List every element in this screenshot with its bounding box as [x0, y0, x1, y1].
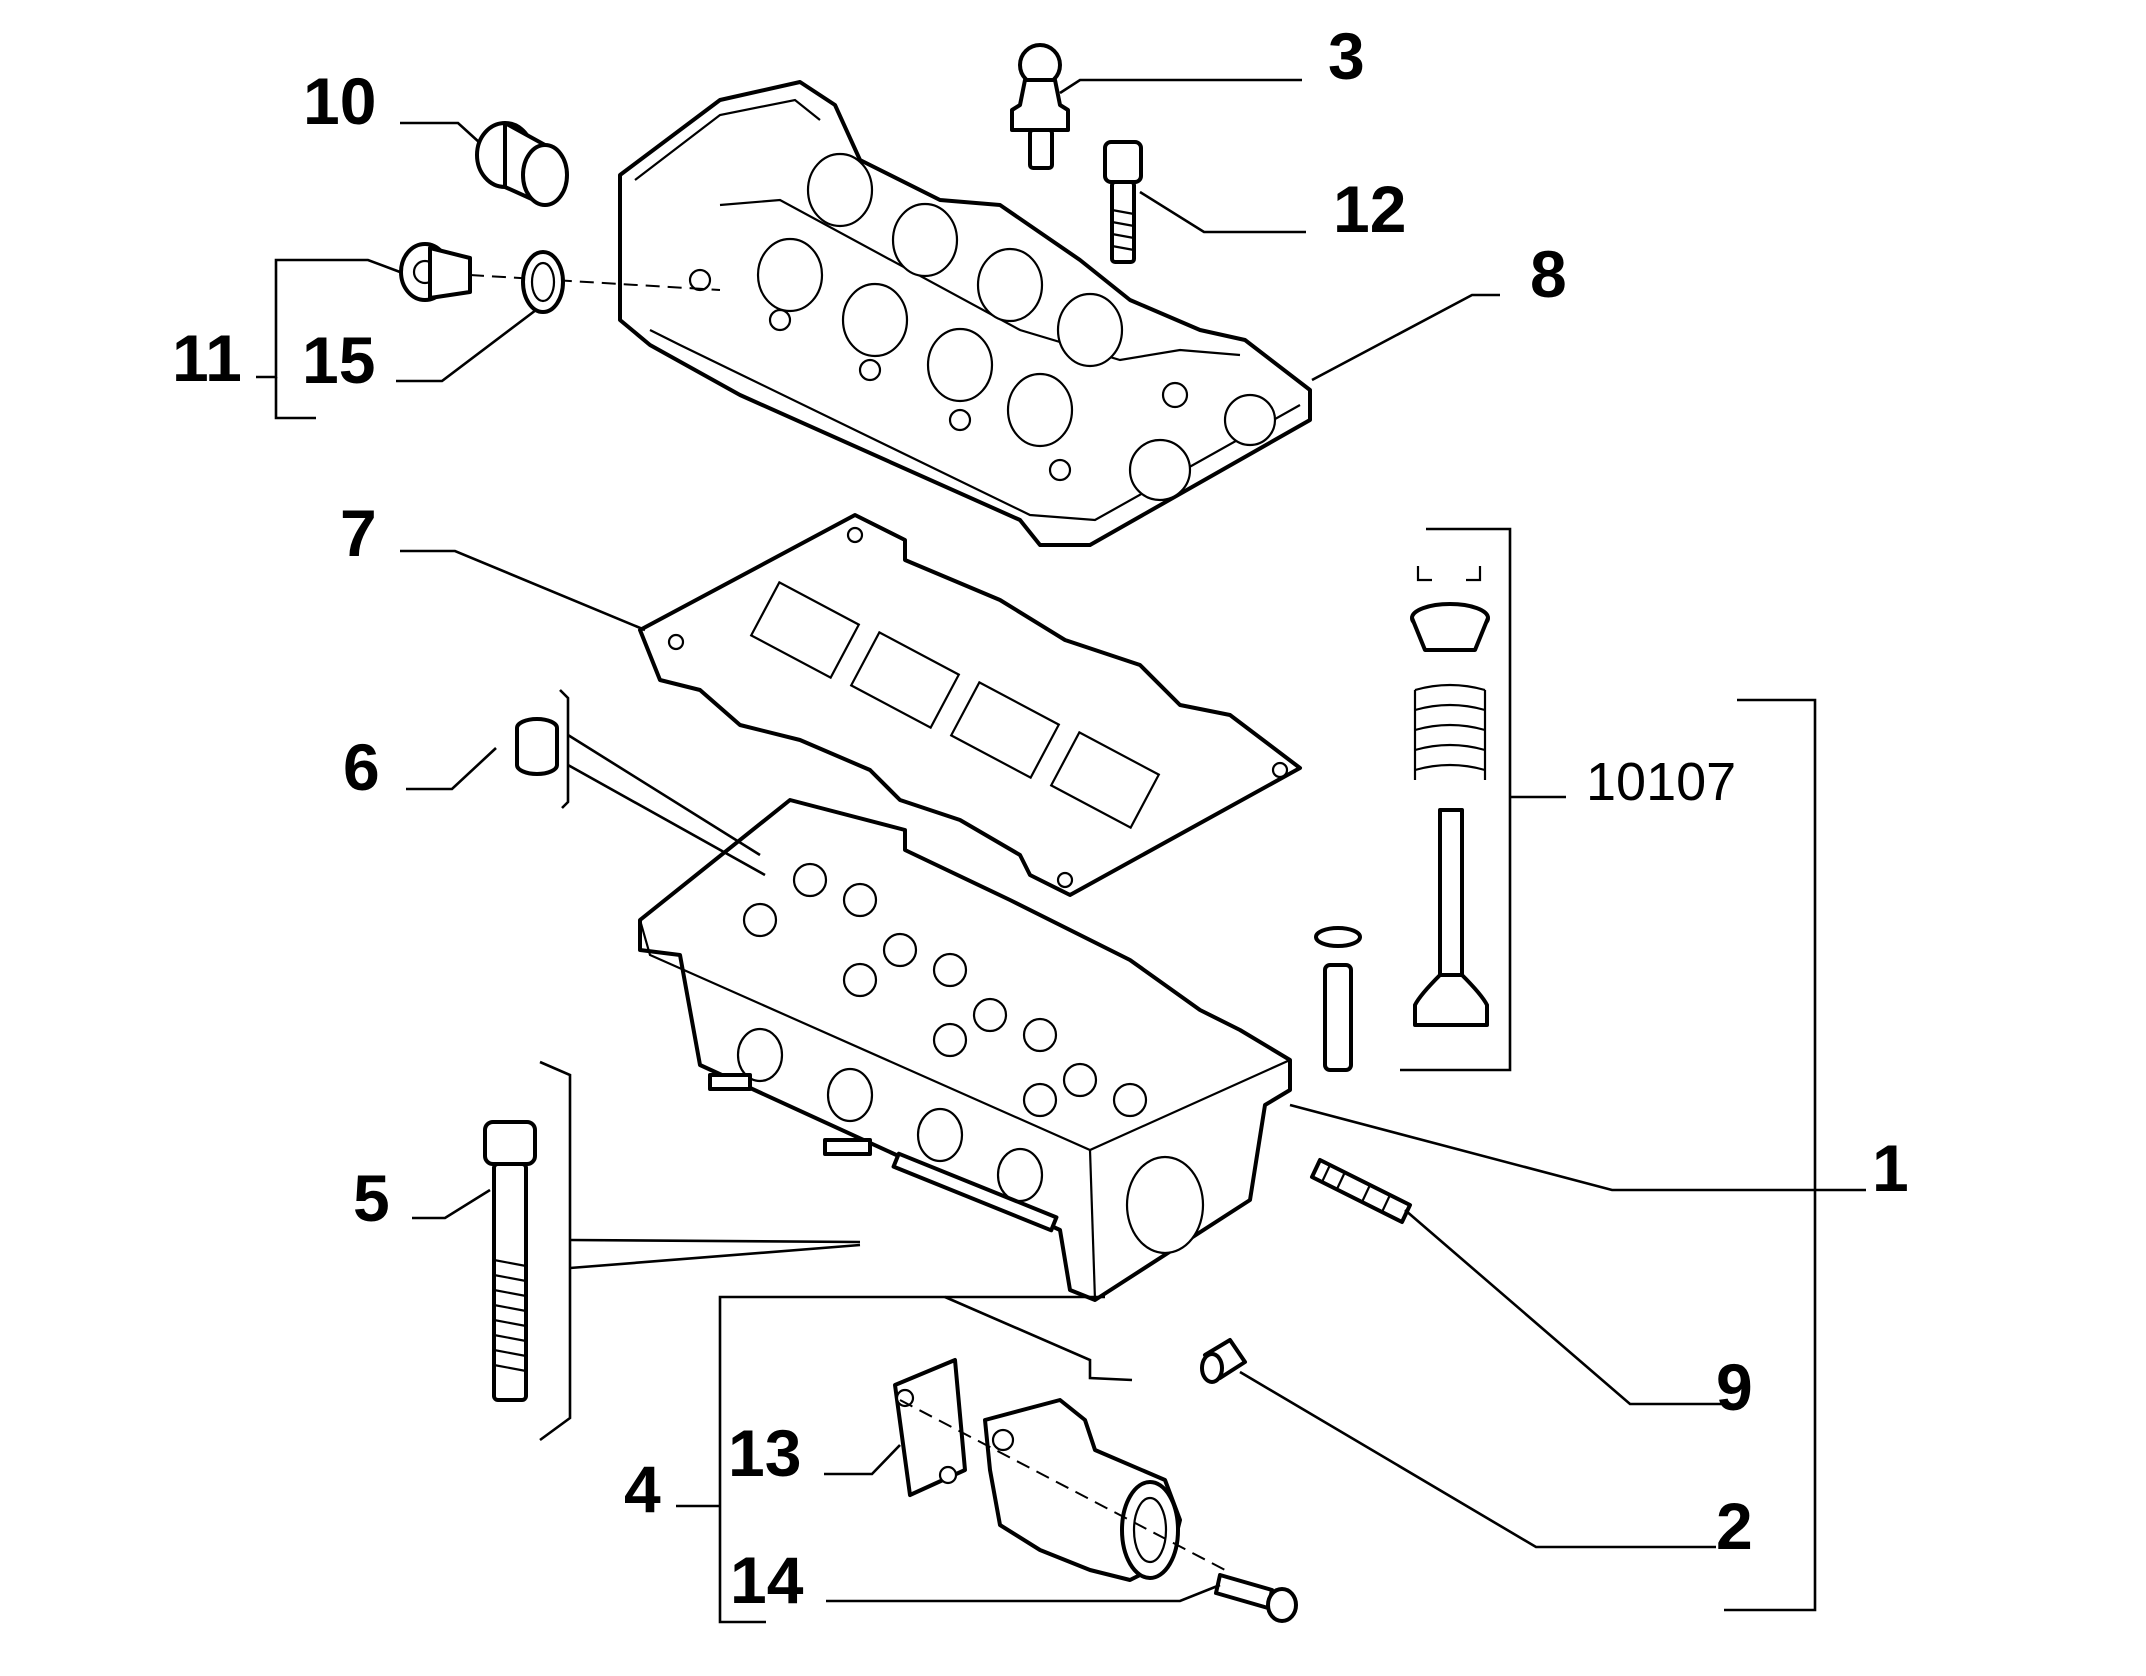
callout-8: 8	[1530, 237, 1567, 311]
callout-12: 12	[1333, 172, 1406, 246]
valve-kit-part	[1314, 566, 1490, 1072]
leader-lines	[256, 78, 1866, 1624]
cap-plug-part	[475, 121, 569, 207]
flange-gasket-part	[893, 1358, 967, 1497]
stud-part	[1310, 1158, 1412, 1224]
callout-5: 5	[353, 1161, 390, 1235]
head-bolt-part	[483, 1120, 537, 1402]
callout-11: 11	[172, 321, 242, 395]
washer-part	[521, 250, 565, 314]
callout-14: 14	[730, 1543, 804, 1617]
callout-1: 1	[1872, 1131, 1909, 1205]
flange-screw-part	[1214, 1573, 1298, 1623]
cylinder-head-part	[638, 798, 1292, 1302]
callout-10: 10	[303, 64, 376, 138]
callout-6: 6	[343, 730, 380, 804]
gasket-part	[638, 513, 1302, 897]
dowel-part	[515, 717, 559, 776]
callout-13: 13	[728, 1416, 801, 1490]
alignment-line	[469, 274, 721, 291]
alignment-line-2	[899, 1399, 1226, 1571]
callout-3: 3	[1328, 19, 1365, 93]
callout-2: 2	[1716, 1489, 1753, 1563]
callout-15: 15	[302, 323, 375, 397]
callout-10107: 10107	[1586, 752, 1736, 812]
bolt-part	[1103, 140, 1143, 264]
small-plug-part	[1200, 1338, 1247, 1384]
water-outlet-part	[983, 1398, 1182, 1582]
callout-labels: 1 2 3 4 5 6 7 8 9 10 11 12 13 14 15 1010…	[172, 19, 1909, 1617]
sensor-part	[1010, 43, 1070, 170]
screw-plug-part	[399, 242, 472, 302]
callout-7: 7	[340, 496, 377, 570]
callout-9: 9	[1716, 1350, 1753, 1424]
callout-4: 4	[624, 1452, 661, 1526]
camshaft-carrier-part	[618, 80, 1312, 547]
